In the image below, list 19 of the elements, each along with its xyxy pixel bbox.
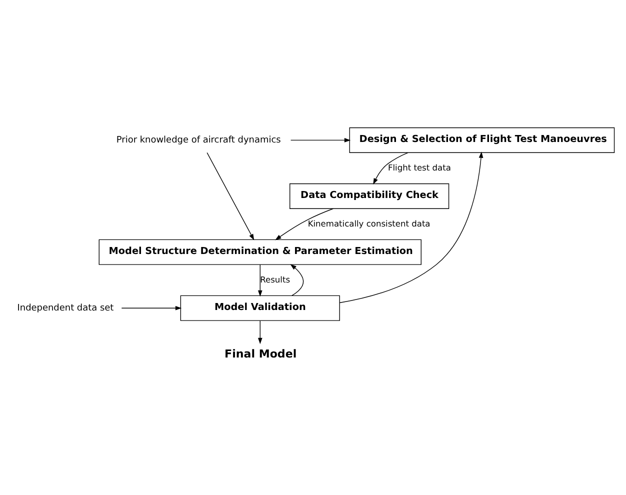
- node-text: Prior knowledge of aircraft dynamics: [116, 135, 281, 146]
- edge-label: Kinematically consistent data: [308, 218, 430, 228]
- arrow: [373, 152, 408, 184]
- node-box: Model Validation: [180, 294, 340, 320]
- arrow: [290, 138, 351, 142]
- node-text: Independent data set: [17, 302, 114, 313]
- edge-label: Results: [260, 274, 290, 284]
- arrow: [206, 152, 254, 240]
- arrow: [258, 320, 262, 344]
- arrow: [121, 305, 182, 310]
- node-box: Design & Selection of Flight Test Manoeuvres: [349, 126, 615, 152]
- arrow: [339, 151, 484, 303]
- edge-label: Flight test data: [388, 162, 451, 172]
- arrow: [275, 208, 334, 240]
- node-text: Final Model: [224, 347, 297, 360]
- node-box: Model Structure Determination & Parameter Estimation: [98, 238, 422, 264]
- node-box: Data Compatibility Check: [290, 182, 450, 208]
- arrow: [258, 264, 262, 296]
- arrow: [290, 264, 304, 296]
